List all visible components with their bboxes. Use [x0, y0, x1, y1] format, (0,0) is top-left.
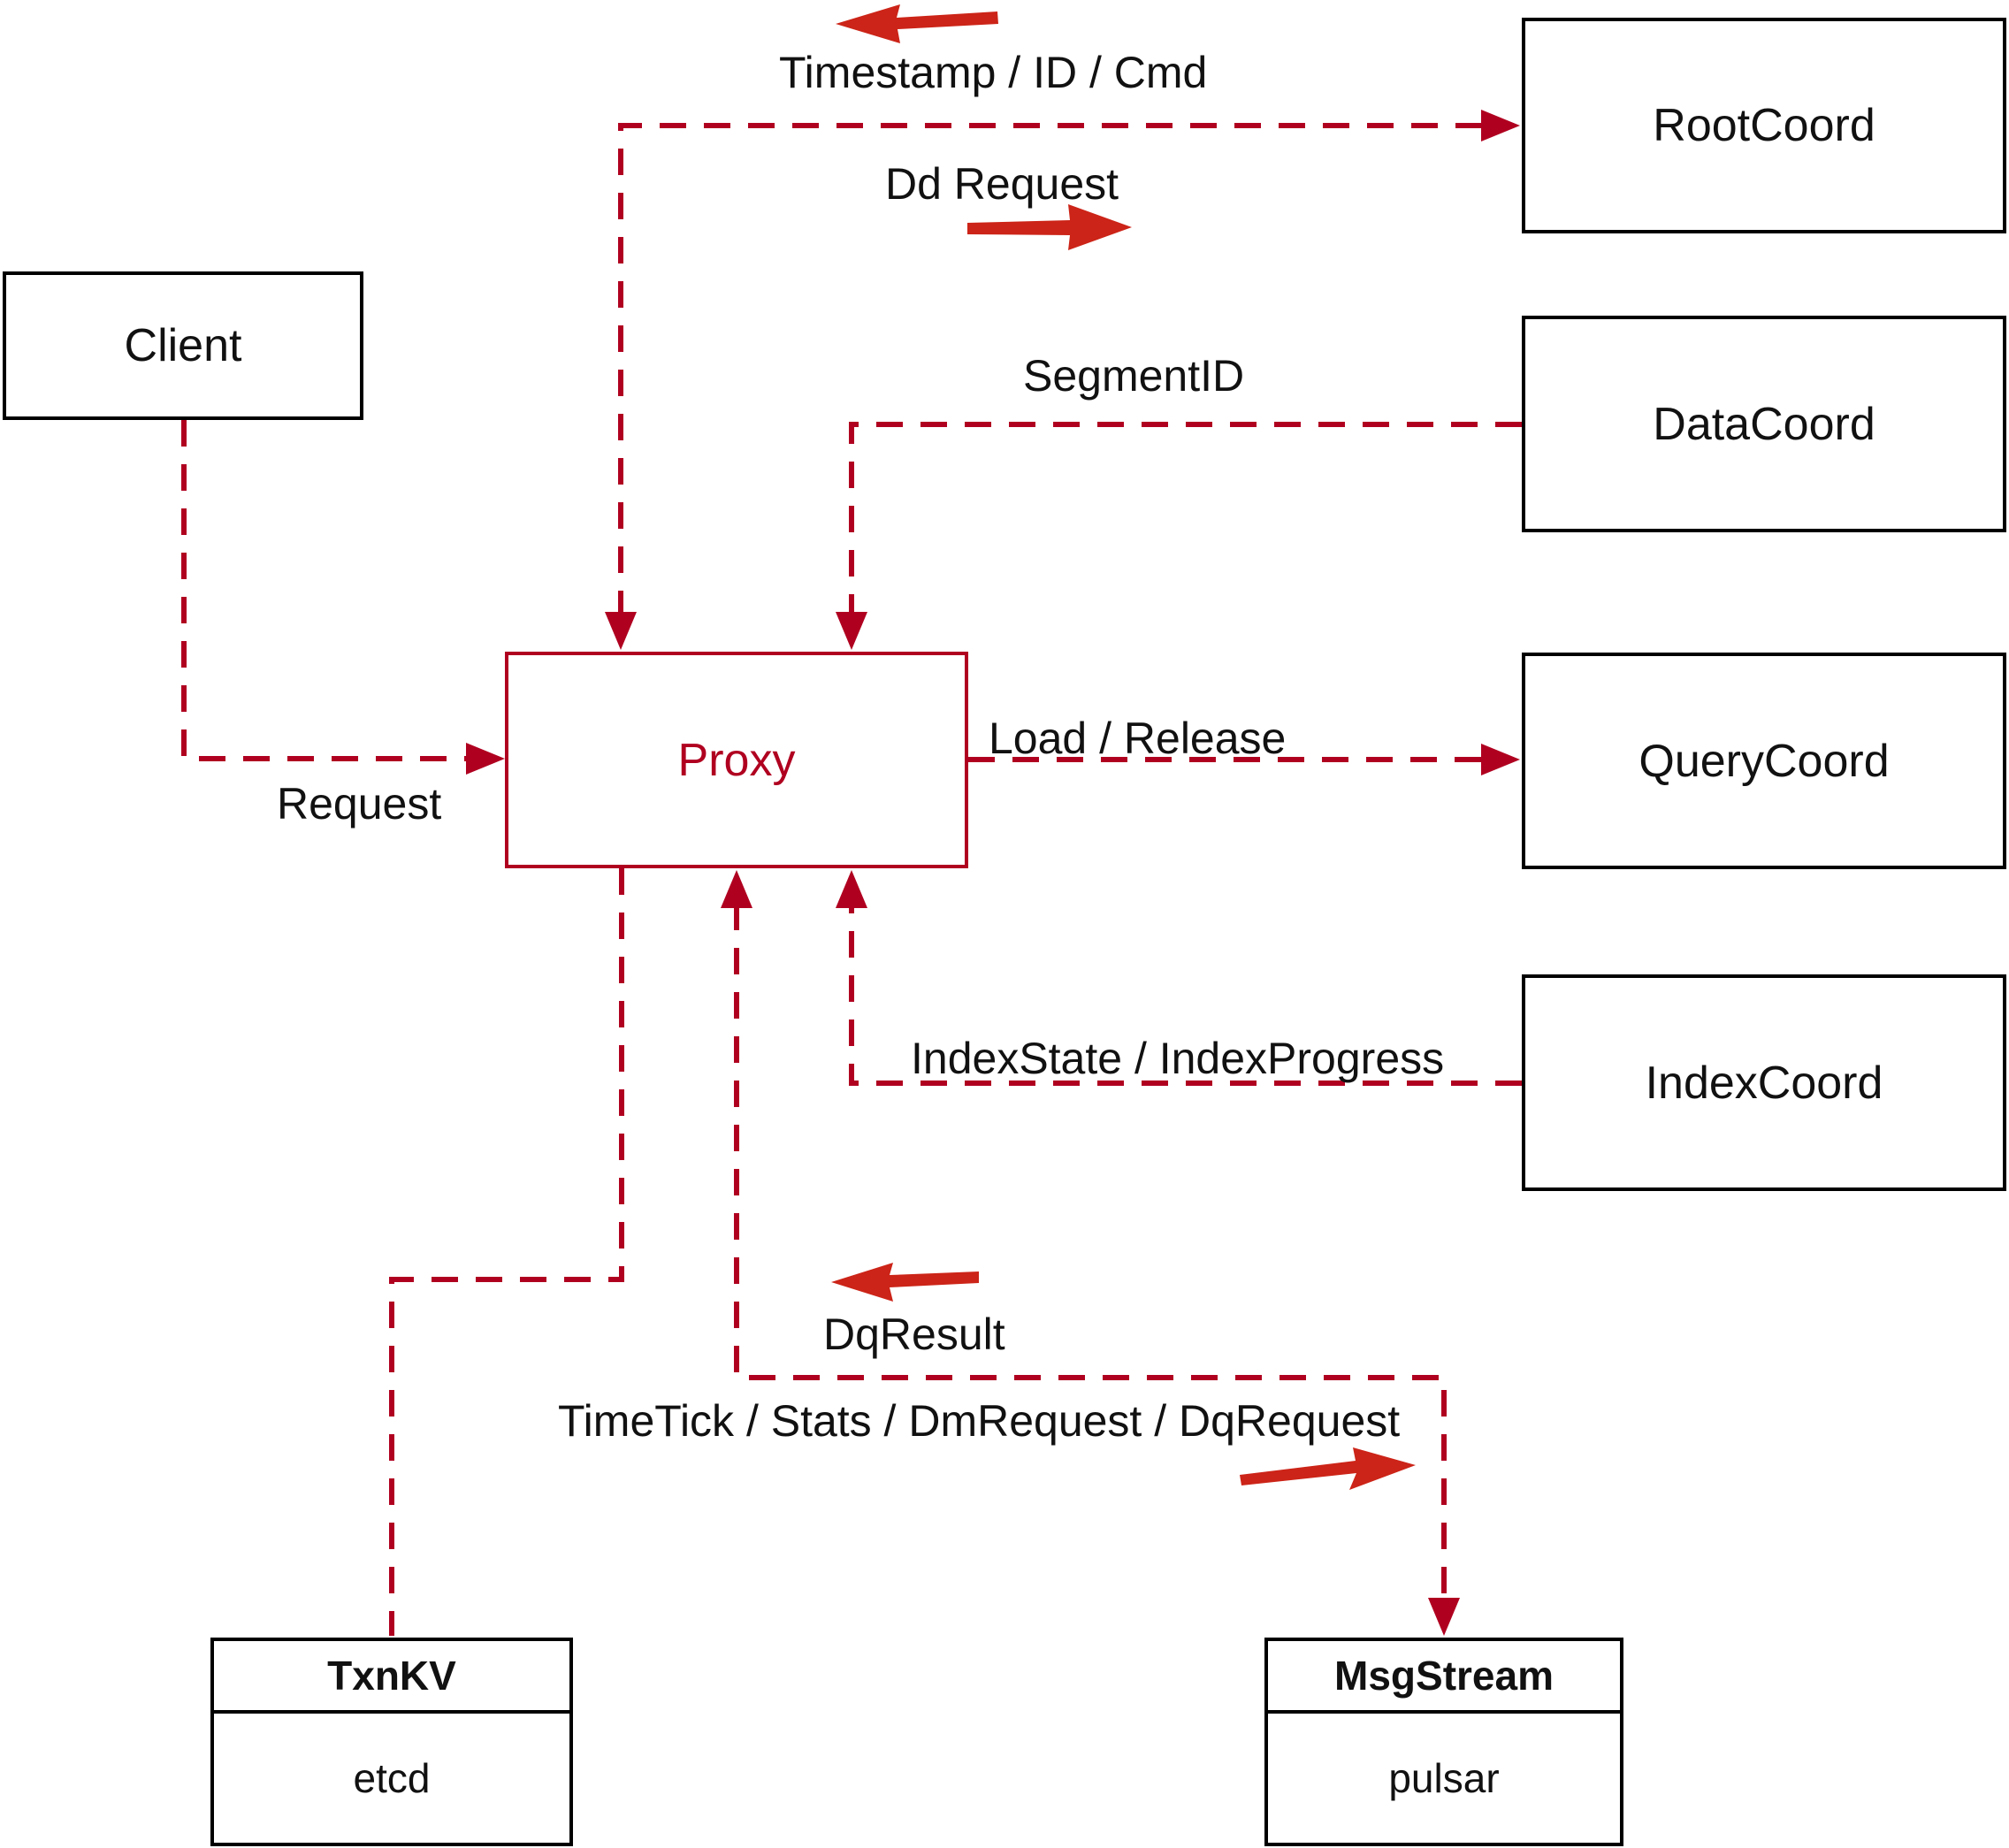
edge-request-line	[181, 420, 505, 775]
edge-msgstream-line	[721, 870, 1460, 1636]
arrowhead-into-rootcoord-icon	[1481, 110, 1520, 141]
label-time-tick: TimeTick / Stats / DmRequest / DqRequest	[558, 1396, 1401, 1446]
edge-querycoord-line	[968, 744, 1520, 775]
rootcoord-label: RootCoord	[1653, 100, 1875, 151]
edge-datacoord-line	[836, 422, 1522, 650]
node-querycoord: QueryCoord	[1522, 653, 2006, 869]
arrowhead-into-proxy-bottom-mid-icon	[721, 870, 752, 908]
arrowhead-into-proxy-top-right-icon	[836, 612, 867, 650]
label-dd-request: Dd Request	[885, 159, 1119, 209]
node-indexcoord: IndexCoord	[1522, 974, 2006, 1191]
arrowhead-into-querycoord-icon	[1481, 744, 1520, 775]
edge-txnkv-line	[389, 868, 624, 1636]
node-client: Client	[3, 271, 363, 420]
querycoord-label: QueryCoord	[1639, 735, 1890, 787]
label-dq-result: DqResult	[823, 1310, 1005, 1359]
node-msgstream: MsgStream pulsar	[1264, 1638, 1623, 1846]
txnkv-impl: etcd	[353, 1755, 431, 1801]
edge-indexcoord-line	[836, 870, 1522, 1086]
txnkv-title: TxnKV	[214, 1641, 569, 1714]
label-load-release: Load / Release	[989, 714, 1287, 763]
node-datacoord: DataCoord	[1522, 316, 2006, 532]
arrow-left-dq-result-icon	[831, 1263, 979, 1302]
arrow-right-time-tick-icon	[1240, 1447, 1416, 1490]
datacoord-label: DataCoord	[1653, 398, 1875, 450]
arrowhead-into-msgstream-icon	[1428, 1598, 1460, 1636]
node-txnkv: TxnKV etcd	[210, 1638, 573, 1846]
edge-rootcoord-line	[605, 110, 1520, 650]
arrow-left-timestamp-icon	[836, 4, 998, 43]
label-timestamp-id-cmd: Timestamp / ID / Cmd	[779, 48, 1208, 97]
label-request: Request	[277, 779, 442, 829]
arrow-right-dd-request-icon	[967, 204, 1132, 250]
label-index-state: IndexState / IndexProgress	[911, 1034, 1445, 1083]
node-proxy: Proxy	[505, 652, 968, 868]
client-label: Client	[124, 320, 242, 371]
arrowhead-into-proxy-bottom-right-icon	[836, 870, 867, 908]
label-segment-id: SegmentID	[1023, 351, 1245, 401]
msgstream-impl: pulsar	[1388, 1755, 1500, 1801]
proxy-label: Proxy	[677, 734, 796, 786]
arrowhead-into-proxy-left-icon	[466, 743, 505, 775]
node-rootcoord: RootCoord	[1522, 18, 2006, 233]
indexcoord-label: IndexCoord	[1645, 1057, 1883, 1109]
arrowhead-into-proxy-top-left-icon	[605, 612, 637, 650]
msgstream-title: MsgStream	[1268, 1641, 1620, 1714]
